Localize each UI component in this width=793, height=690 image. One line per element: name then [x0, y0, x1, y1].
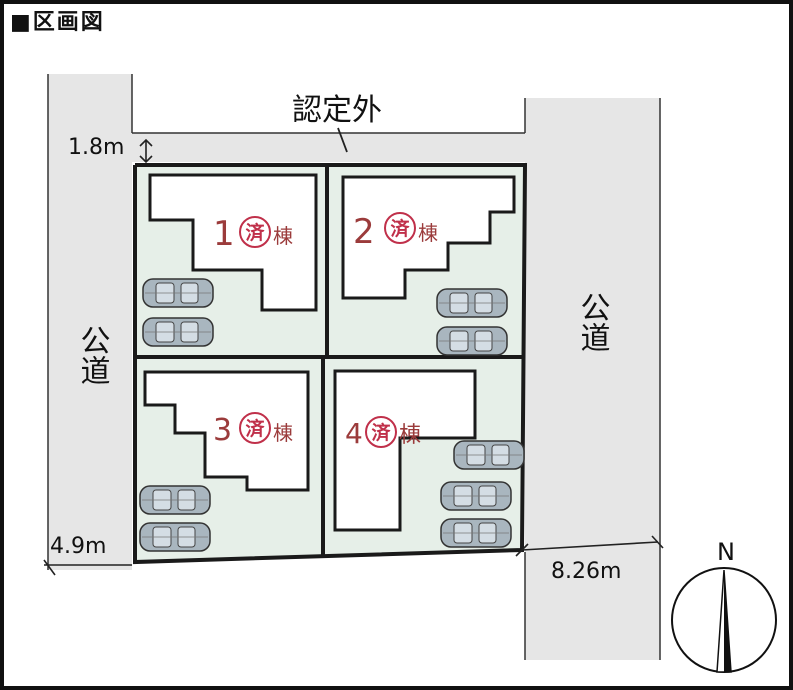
lot-2-label: 2 済 棟	[353, 212, 438, 252]
lot-2-suffix: 棟	[418, 221, 438, 245]
north-label: N	[717, 538, 735, 566]
building-footprints	[143, 173, 516, 532]
north-compass: N	[671, 538, 777, 673]
lot-2-number: 2	[353, 212, 375, 252]
stamp-4-text: 済	[371, 421, 391, 444]
stamp-2-text: 済	[390, 217, 410, 240]
lot-4-label: 4 済 棟	[345, 416, 421, 450]
road-right	[525, 98, 660, 660]
building-3	[143, 370, 310, 492]
building-4	[333, 369, 477, 532]
stamp-4	[365, 416, 397, 448]
car-1a	[142, 278, 214, 308]
dim-top-arrow	[139, 138, 153, 164]
car-3a	[139, 485, 211, 515]
lot-3-number: 3	[213, 413, 232, 448]
car-4b	[440, 481, 512, 511]
lot-4-suffix: 棟	[399, 423, 421, 448]
building-1	[148, 173, 318, 312]
car-1b	[142, 317, 214, 347]
stamp-1	[239, 216, 271, 248]
car-4c	[440, 518, 512, 548]
dim-bottom-left-line	[43, 559, 132, 576]
stamp-2	[384, 212, 416, 244]
dim-bottom-left: 4.9m	[50, 534, 106, 559]
lot-4-number: 4	[345, 417, 363, 450]
dim-bottom-right: 8.26m	[551, 559, 621, 584]
lot-1-suffix: 棟	[273, 224, 293, 248]
lot-3-suffix: 棟	[273, 421, 293, 445]
car-2a	[436, 288, 508, 318]
stamp-3-text: 済	[245, 417, 265, 440]
stamp-3	[239, 412, 271, 444]
stamp-1-text: 済	[245, 221, 265, 244]
lot-3-label: 3 済 棟	[213, 412, 293, 448]
dim-bottom-right-line	[515, 535, 664, 557]
dim-top: 1.8m	[68, 135, 124, 160]
building-2	[341, 175, 516, 300]
car-3b	[139, 522, 211, 552]
neighbor-strip	[132, 133, 525, 162]
car-2b	[436, 326, 508, 356]
lot-1-label: 1 済 棟	[213, 214, 293, 254]
neighbor-label: 認定外	[292, 93, 382, 128]
road-right-label: 公道	[575, 292, 610, 352]
road-left-label: 公道	[75, 325, 110, 385]
car-4a	[453, 440, 525, 470]
page-title: ■区画図	[10, 10, 105, 35]
lot-1-number: 1	[213, 214, 235, 254]
neighbor-pointer	[337, 127, 348, 153]
road-left	[48, 74, 132, 570]
